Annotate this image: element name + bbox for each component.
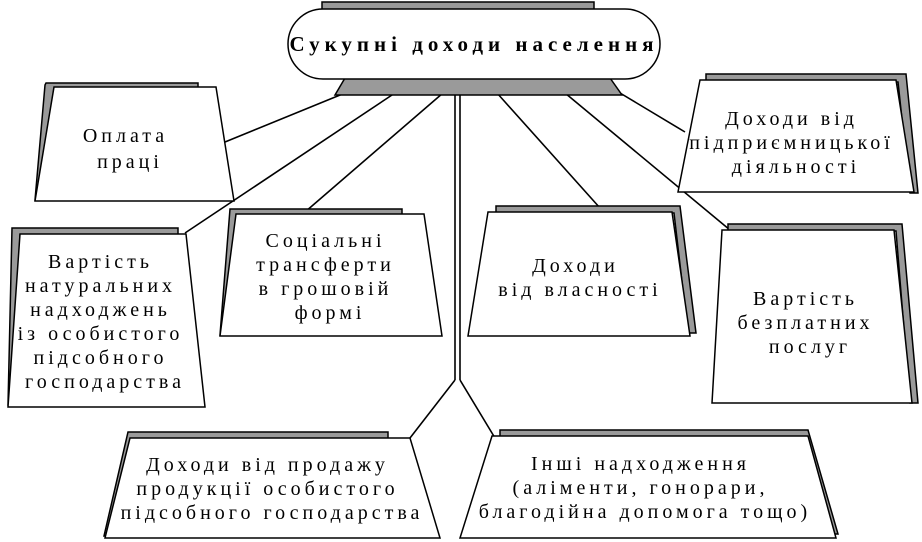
connectors — [184, 92, 731, 439]
node-social-transfers-line-4: формі — [295, 302, 366, 324]
connector-labor-pay — [224, 92, 346, 143]
node-property-income-box — [467, 211, 691, 337]
node-natural-receipts-box — [7, 233, 206, 408]
node-sales-income: Доходи від продажу продукції особистого … — [103, 431, 442, 539]
node-free-services-line-3: послуг — [769, 336, 851, 358]
node-sales-income-box — [104, 437, 442, 539]
node-other-receipts-label: Інші надходження (аліменти, гонорари, бл… — [479, 453, 811, 523]
node-sales-income-line-2: продукції особистого — [136, 478, 398, 500]
node-free-services-label: Вартість безплатних послуг — [737, 288, 882, 358]
node-free-services-line-2: безплатних — [737, 312, 873, 334]
node-labor-pay-label: Оплата праці — [83, 125, 177, 173]
node-labor-pay-line-2: праці — [97, 151, 163, 173]
node-property-income-label: Доходи від власності — [498, 255, 661, 301]
connector-property-income — [496, 92, 601, 209]
node-natural-receipts-line-6: господарства — [25, 371, 185, 393]
node-sales-income-line-3: підсобного господарства — [121, 502, 424, 524]
node-labor-pay: Оплата праці — [34, 82, 235, 202]
node-social-transfers-line-2: трансферти — [256, 254, 395, 276]
root-title: Сукупні доходи населення — [289, 32, 658, 56]
node-natural-receipts-line-1: Вартість — [48, 251, 153, 273]
root-ellipse — [287, 8, 661, 80]
node-property-income-line-2: від власності — [498, 279, 661, 301]
node-sales-income-label: Доходи від продажу продукції особистого … — [121, 454, 424, 524]
node-business-income-label: Доходи від підприємницької діяльності — [689, 108, 903, 178]
node-natural-receipts-line-5: підсобного — [34, 347, 168, 369]
node-social-transfers-line-3: в грошовій — [259, 278, 393, 300]
node-business-income-line-2: підприємницької — [689, 132, 894, 154]
node-other-receipts-line-2: (аліменти, гонорари, — [513, 477, 769, 499]
node-natural-receipts-line-3: надходжень — [30, 299, 171, 321]
node-natural-receipts-label: Вартість натуральних надходжень із особи… — [18, 251, 193, 393]
node-natural-receipts-line-4: із особистого — [18, 323, 184, 345]
node-social-transfers-box — [219, 213, 443, 337]
node-social-transfers-label: Соціальні трансферти в грошовій формі — [256, 230, 404, 324]
node-free-services-box — [711, 229, 913, 404]
connector-business-income — [619, 92, 686, 133]
connector-natural-receipts — [184, 92, 396, 234]
node-free-services-line-1: Вартість — [753, 288, 858, 310]
root-bottom-bar — [333, 77, 624, 96]
node-business-income-box — [677, 79, 915, 193]
node-labor-pay-line-1: Оплата — [83, 125, 168, 147]
node-free-services: Вартість безплатних послуг — [711, 223, 919, 404]
node-business-income: Доходи від підприємницької діяльності — [677, 73, 919, 194]
node-sales-income-line-1: Доходи від продажу — [146, 454, 389, 476]
node-labor-pay-box — [34, 86, 235, 202]
connector-sales-income — [409, 379, 456, 439]
node-property-income-line-1: Доходи — [532, 255, 619, 277]
node-other-receipts-box — [458, 435, 837, 539]
node-social-transfers-line-1: Соціальні — [265, 230, 385, 252]
root-node: Сукупні доходи населення — [287, 1, 661, 96]
node-business-income-line-1: Доходи від — [725, 108, 858, 130]
connector-free-services — [564, 92, 731, 231]
node-business-income-line-3: діяльності — [732, 156, 860, 178]
node-other-receipts: Інші надходження (аліменти, гонорари, бл… — [458, 429, 839, 539]
node-natural-receipts-line-2: натуральних — [25, 275, 176, 297]
node-other-receipts-line-3: благодійна допомога тощо) — [479, 501, 811, 523]
node-other-receipts-line-1: Інші надходження — [531, 453, 750, 475]
node-property-income: Доходи від власності — [467, 205, 697, 337]
connector-social-transfers — [304, 92, 444, 213]
node-natural-receipts: Вартість натуральних надходжень із особи… — [7, 227, 206, 408]
node-social-transfers: Соціальні трансферти в грошовій формі — [219, 208, 443, 337]
connector-other-receipts — [459, 379, 496, 439]
